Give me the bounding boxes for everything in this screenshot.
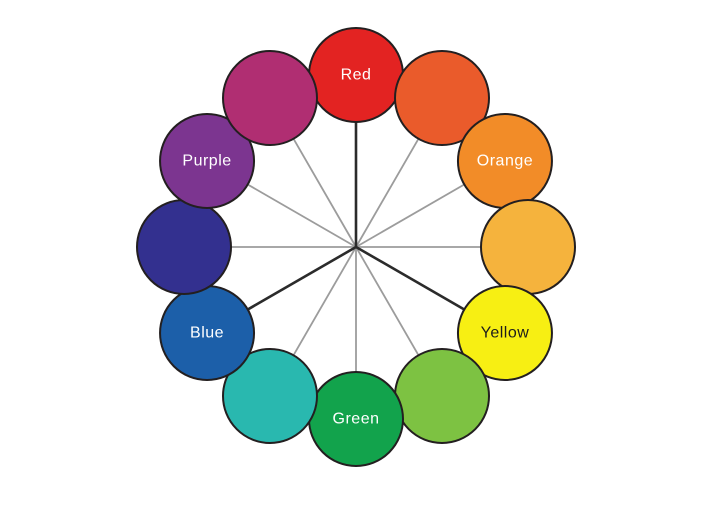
color-segment-red-purple — [222, 50, 318, 147]
color-segment-yellow-green — [394, 347, 490, 444]
segment-label-blue: Blue — [190, 325, 224, 342]
color-segment-purple — [159, 113, 256, 209]
color-segment-blue-green — [222, 347, 318, 444]
segment-label-yellow: Yellow — [481, 325, 530, 342]
color-segment-red-orange — [394, 50, 490, 147]
color-segment-yellow-orange — [480, 199, 576, 295]
color-segment-blue-purple — [136, 199, 232, 295]
segment-label-orange: Orange — [477, 153, 533, 170]
segment-label-red: Red — [341, 67, 372, 84]
segment-label-purple: Purple — [182, 153, 231, 170]
segment-label-green: Green — [333, 411, 380, 428]
color-circles-group — [136, 27, 576, 467]
color-segment-yellow — [456, 285, 553, 381]
